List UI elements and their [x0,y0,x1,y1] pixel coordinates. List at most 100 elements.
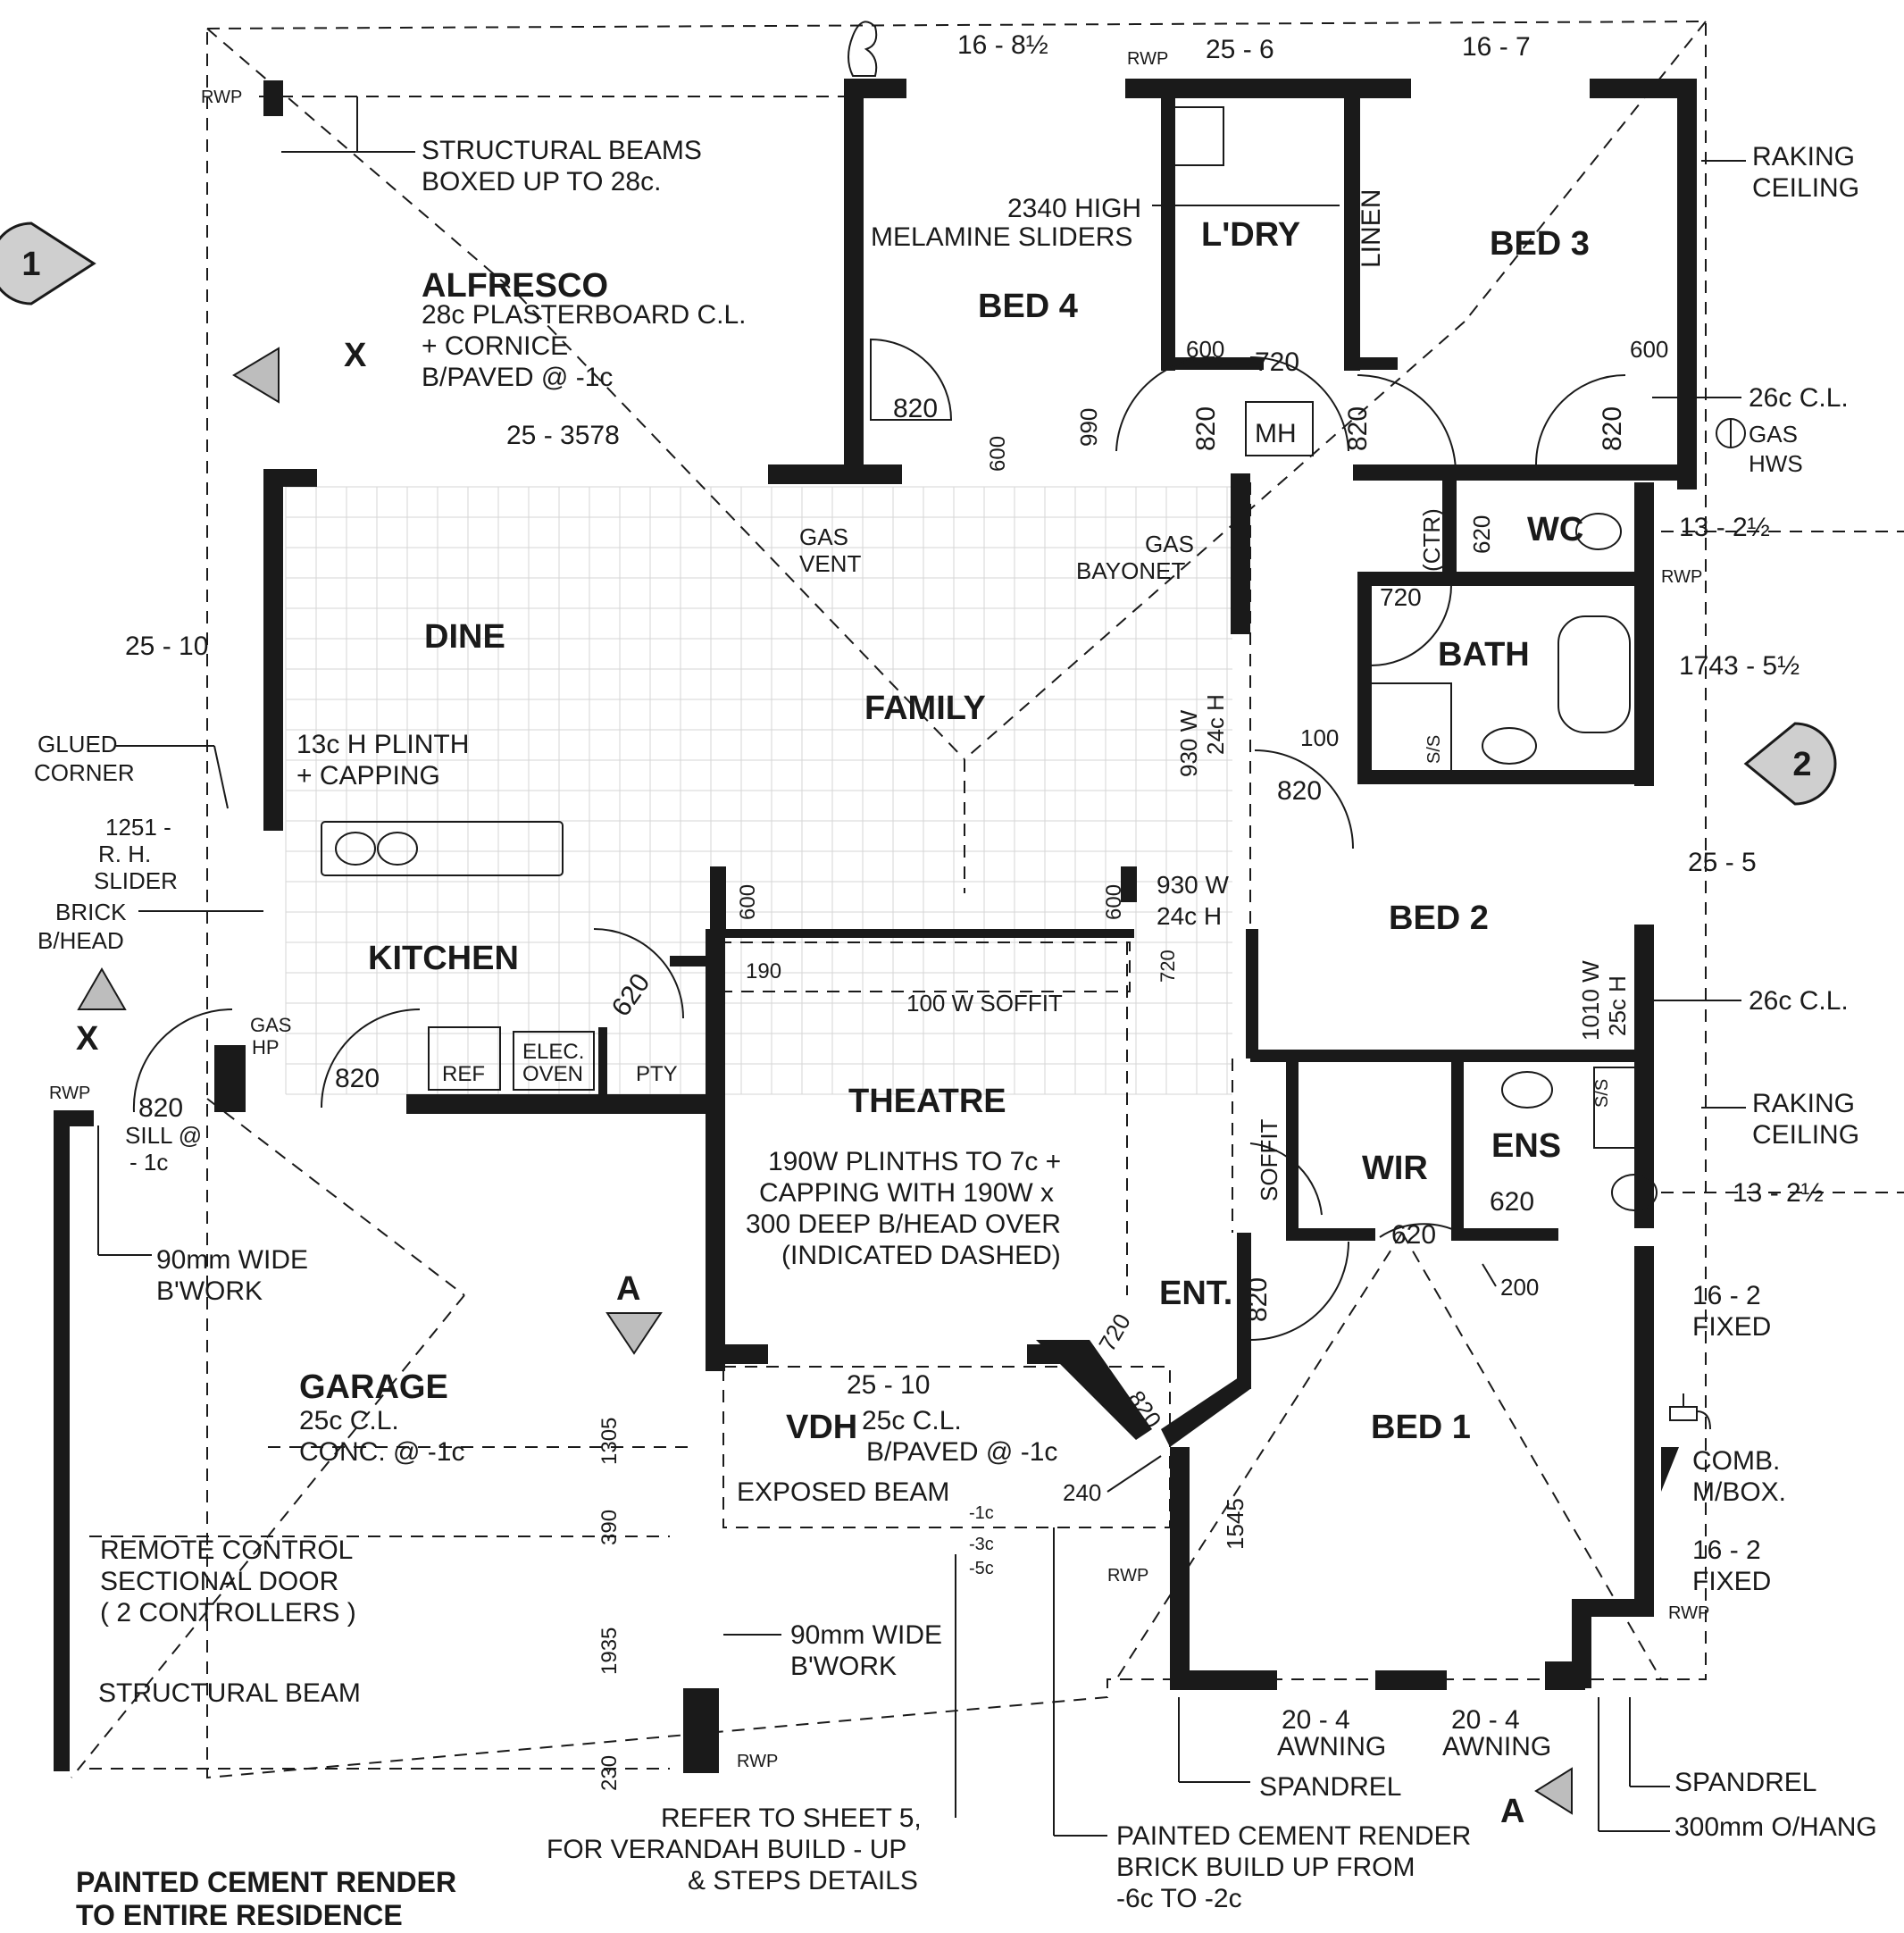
note-verandah-3: & STEPS DETAILS [688,1866,918,1895]
gas-hws-icon [1716,418,1746,448]
dim-right-6a: 16 - 2 [1692,1536,1761,1565]
note-render-buildup-3: -6c TO -2c [1116,1884,1242,1913]
note-gas-bayonet-2: BAYONET [1076,557,1185,584]
note-structural-beam: STRUCTURAL BEAM [98,1678,361,1708]
note-verandah-1: REFER TO SHEET 5, [661,1803,922,1833]
kitchen-sink-1 [335,832,376,866]
note-cl-26-b: 26c C.L. [1749,986,1849,1016]
svg-text:X: X [344,337,367,374]
dim-top-3: 16 - 7 [1462,32,1531,62]
vdh-note-1: 25c C.L. [862,1406,962,1435]
note-raking-2a: RAKING [1752,1089,1855,1118]
note-gas-vent-2: VENT [799,550,861,577]
dim-top-1: 16 - 8½ [957,30,1048,60]
elevation-marker-2: 2 [1743,722,1837,806]
note-sill-1: SILL @ [125,1122,202,1149]
door-600-kitchen: 600 [736,884,760,920]
vdh-note-2: B/PAVED @ -1c [866,1437,1057,1467]
note-sliders-2: MELAMINE SLIDERS [871,222,1132,252]
wc-label: WC [1527,511,1583,548]
ref-label: REF [442,1062,485,1086]
rwp-label-7: RWP [737,1752,778,1771]
dim-garage-1935: 1935 [597,1628,622,1675]
note-gas-bayonet-1: GAS [1145,531,1194,557]
note-level-3c: -3c [969,1535,994,1554]
door-100: 100 [1300,724,1339,751]
alfresco-note-3: B/PAVED @ -1c [422,363,613,392]
door-820-bed4: 820 [893,394,938,423]
door-820-bed2: 820 [1277,776,1322,806]
door-600-laundry: 600 [1186,336,1224,363]
door-820-laundry: 820 [1191,406,1221,451]
note-comb-box-1: COMB. [1692,1446,1780,1476]
bed2-label: BED 2 [1389,900,1489,937]
door-720-ent: 720 [1093,1309,1136,1356]
note-plinth-2: + CAPPING [296,761,440,791]
note-comb-box-2: M/BOX. [1692,1477,1786,1507]
ens-basin [1501,1071,1553,1109]
bath-label: BATH [1438,636,1530,674]
note-brickwork-1a: 90mm WIDE [156,1245,308,1275]
note-verandah-2: FOR VERANDAH BUILD - UP [547,1835,906,1864]
oven-space [513,1031,595,1091]
linen-label: LINEN [1357,189,1386,268]
svg-text:A: A [616,1270,640,1308]
note-render-all-1: PAINTED CEMENT RENDER [76,1866,456,1898]
note-remote-door-2: SECTIONAL DOOR [100,1567,338,1596]
note-raking-1a: RAKING [1752,142,1855,172]
walls [54,79,1697,1773]
bath-shower [1370,682,1452,774]
kitchen-sink-2 [377,832,418,866]
note-render-all-2: TO ENTIRE RESIDENCE [76,1899,403,1931]
dim-left-side: 25 - 10 [125,632,208,661]
rwp-label-6: RWP [1668,1603,1709,1623]
dim-right-1: 13 - 2½ [1679,513,1770,542]
note-spandrel-2: SPANDREL [1674,1768,1817,1797]
note-cl-26-a: 26c C.L. [1749,383,1849,413]
note-glued-corner-2: CORNER [34,759,135,786]
ctr-label: (CTR) [1418,508,1445,572]
bath-tub [1557,615,1631,733]
note-brick-bhead-2: B/HEAD [38,927,124,954]
ens-toilet [1611,1174,1658,1211]
manhole [1245,401,1314,456]
ent-label: ENT. [1159,1275,1232,1312]
door-600-bed4: 600 [986,436,1010,472]
opening-930-b-2: 24c H [1157,902,1222,930]
dimension-labels: 16 - 8½ 25 - 6 16 - 7 25 - 3578 25 - 10 … [125,30,1824,1791]
dim-right-6b: FIXED [1692,1567,1771,1596]
garage-note-1: 25c C.L. [299,1406,399,1435]
door-240: 240 [1063,1479,1101,1506]
rwp-label-4: RWP [49,1084,90,1103]
wc-toilet [1575,513,1622,550]
rwp-label-2: RWP [1127,49,1168,69]
theatre-note-1: 190W PLINTHS TO 7c + [768,1147,1061,1176]
opening-930-b-1: 930 W [1157,871,1229,899]
note-remote-door-3: ( 2 CONTROLLERS ) [100,1598,356,1628]
alfresco-note-1: 28c PLASTERBOARD C.L. [422,300,746,330]
door-820-hall: 820 [1343,406,1373,451]
door-190: 190 [746,959,781,983]
note-remote-door-1: REMOTE CONTROL [100,1536,353,1565]
gas-hp-label-1: GAS [250,1014,291,1036]
door-720-laundry: 720 [1255,347,1299,377]
note-structural-beams-2: BOXED UP TO 28c. [422,167,661,197]
tile-grid [285,486,1232,1095]
door-swings [132,338,1626,1341]
dim-garage-230: 230 [597,1755,622,1791]
note-level-5c: -5c [969,1559,994,1578]
fixtures [321,106,1658,1211]
elec-oven-label-1: ELEC. [522,1040,584,1064]
note-soffit-100: 100 W SOFFIT [906,990,1063,1017]
door-600-theatre: 600 [1102,884,1126,920]
note-ss-bath: S/S [1424,735,1444,764]
ref-space [428,1026,501,1091]
dim-vdh-width: 25 - 10 [847,1370,930,1400]
note-ss-ens: S/S [1592,1079,1612,1108]
family-label: FAMILY [864,690,986,727]
note-slider-3: SLIDER [94,867,178,894]
dim-right-5a: 16 - 2 [1692,1281,1761,1310]
note-plinth-1: 13c H PLINTH [296,730,469,759]
opening-1010-2: 25c H [1604,975,1631,1036]
